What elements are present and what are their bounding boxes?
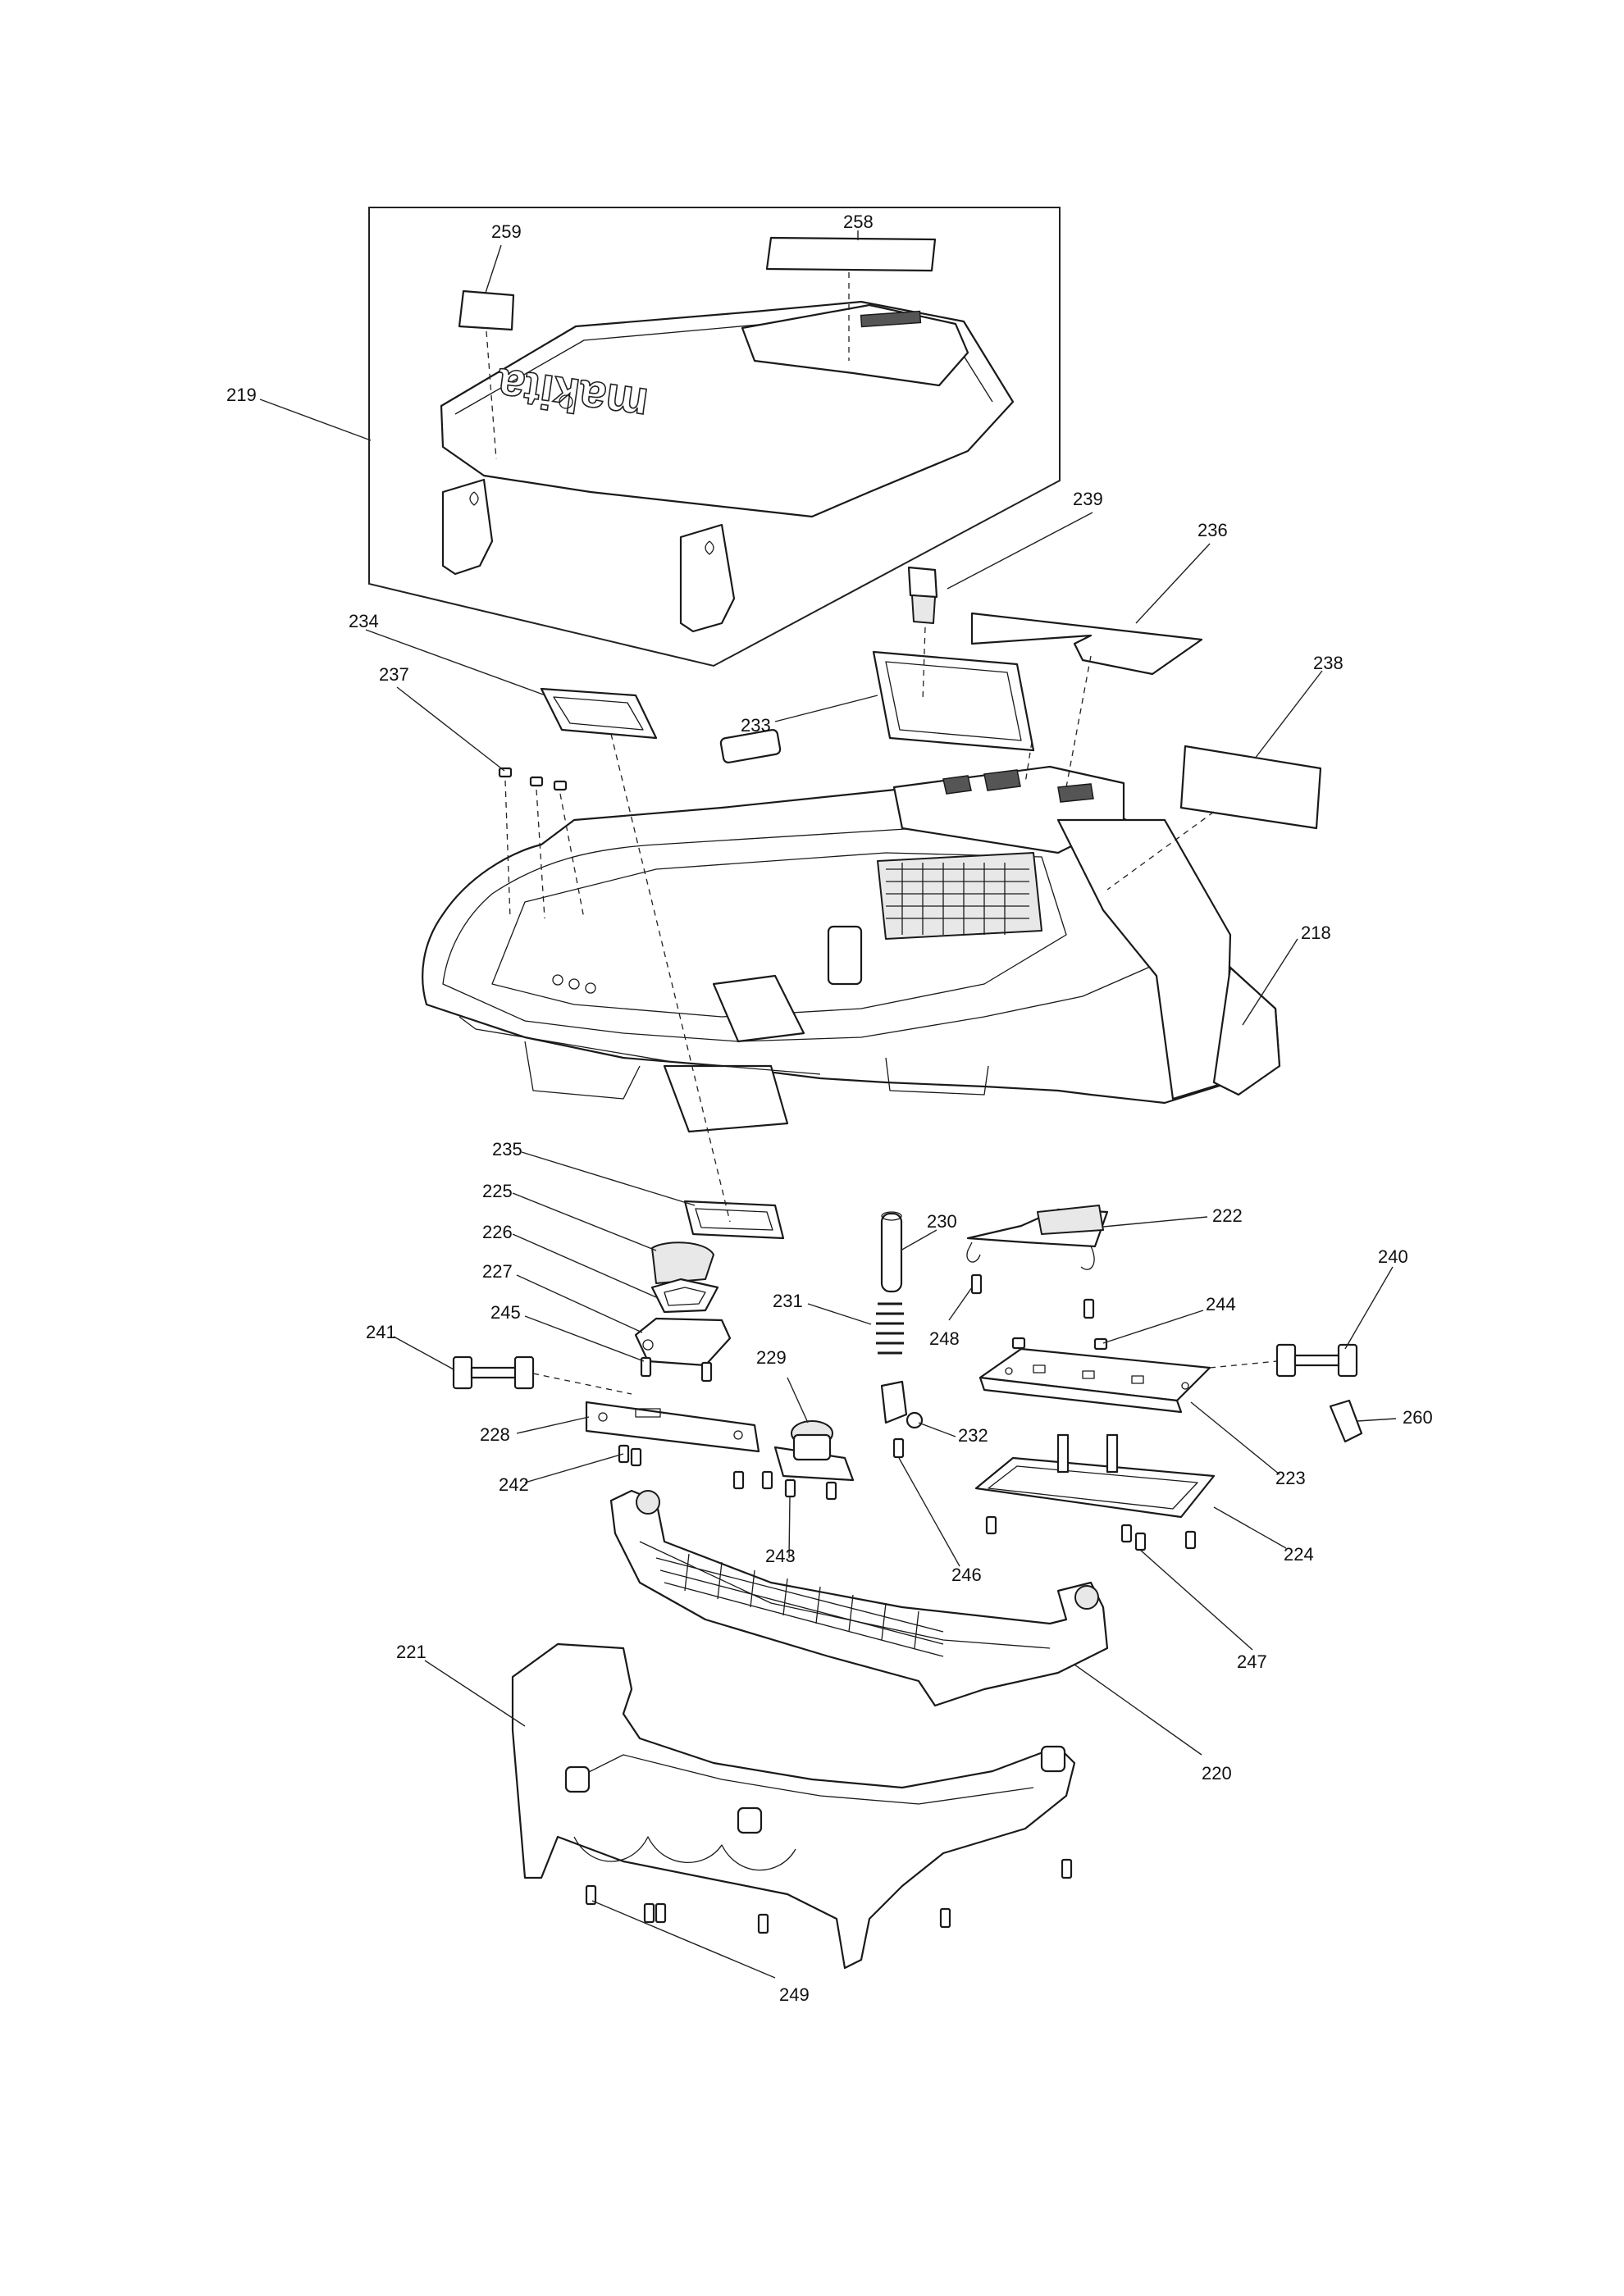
callout-232: 232	[958, 1425, 988, 1446]
callout-248: 248	[929, 1328, 960, 1349]
label-238	[1179, 745, 1322, 830]
callout-221: 221	[396, 1642, 427, 1662]
callout-226: 226	[482, 1222, 513, 1242]
bracket-224	[974, 1433, 1216, 1519]
callout-238: 238	[1313, 653, 1343, 673]
pin-230	[880, 1211, 903, 1293]
callout-223: 223	[1275, 1468, 1306, 1488]
alignment-lines	[486, 272, 1278, 1395]
cover-inset-frame	[368, 207, 1061, 667]
bumper-grille-icon	[655, 1553, 944, 1657]
label-258	[765, 236, 937, 272]
callout-235: 235	[492, 1139, 522, 1159]
callout-258: 258	[843, 212, 874, 232]
callout-247: 247	[1237, 1651, 1267, 1672]
callout-243: 243	[765, 1546, 796, 1566]
gasket-234	[540, 687, 658, 740]
callout-229: 229	[756, 1347, 787, 1368]
callout-233: 233	[741, 715, 771, 736]
clip-232	[880, 1380, 924, 1429]
callout-245: 245	[490, 1302, 521, 1323]
callout-241: 241	[366, 1322, 396, 1342]
callout-260: 260	[1403, 1407, 1433, 1428]
switch-229	[773, 1420, 855, 1482]
callout-249: 249	[779, 1984, 810, 2005]
connector-240	[1275, 1343, 1358, 1378]
gasket-235	[683, 1200, 785, 1240]
bumper-220	[609, 1489, 1109, 1707]
main-housing-218	[422, 729, 1281, 1133]
callout-225: 225	[482, 1181, 513, 1201]
callout-259: 259	[491, 221, 522, 242]
connector-241	[452, 1355, 535, 1390]
sensor-222	[966, 1205, 1109, 1270]
cap-225	[651, 1241, 714, 1284]
board-223	[979, 1347, 1211, 1414]
callout-240: 240	[1378, 1246, 1408, 1267]
callout-239: 239	[1073, 489, 1103, 509]
callout-219: 219	[226, 385, 257, 405]
screws-misc	[585, 1273, 1197, 1934]
callout-220: 220	[1202, 1763, 1232, 1784]
board-228	[585, 1401, 760, 1453]
callout-230: 230	[927, 1211, 957, 1232]
spring-231	[876, 1302, 904, 1355]
top-cover-219: makita	[440, 300, 1015, 633]
callout-227: 227	[482, 1261, 513, 1282]
callout-234: 234	[349, 611, 379, 631]
tray-221	[511, 1642, 1076, 1970]
seal-226	[650, 1278, 719, 1314]
callout-224: 224	[1284, 1544, 1314, 1565]
vent-slots-icon	[860, 310, 922, 328]
gasket-233	[872, 650, 1035, 752]
callout-231: 231	[773, 1291, 803, 1311]
callout-labels: 219 259 258 239 236 238 218 234 237 233 …	[226, 212, 1433, 2005]
part-260	[1329, 1399, 1363, 1443]
label-236	[970, 612, 1203, 676]
callout-218: 218	[1301, 922, 1331, 943]
callout-222: 222	[1212, 1205, 1243, 1226]
label-259	[458, 289, 515, 331]
screws-237	[498, 767, 568, 791]
callout-228: 228	[480, 1424, 510, 1445]
leader-lines	[259, 230, 1397, 1979]
vent-grille-icon	[886, 863, 1029, 935]
callout-242: 242	[499, 1474, 529, 1495]
callout-237: 237	[379, 664, 409, 685]
part-239	[907, 566, 938, 624]
callout-244: 244	[1206, 1294, 1236, 1314]
callout-236: 236	[1197, 520, 1228, 540]
callout-246: 246	[951, 1565, 982, 1585]
